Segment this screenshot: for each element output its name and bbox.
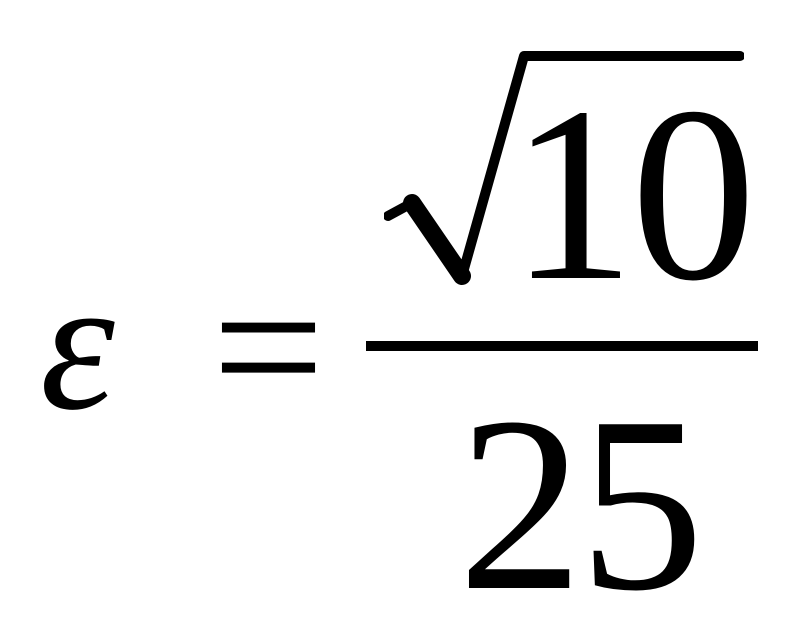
denominator: 25 xyxy=(458,366,704,621)
equals-sign: = xyxy=(212,237,325,458)
fraction-bar xyxy=(366,341,758,351)
numerator-radicand: 10 xyxy=(510,56,756,333)
epsilon-symbol: ε xyxy=(40,240,115,450)
square-root-icon xyxy=(384,51,744,285)
